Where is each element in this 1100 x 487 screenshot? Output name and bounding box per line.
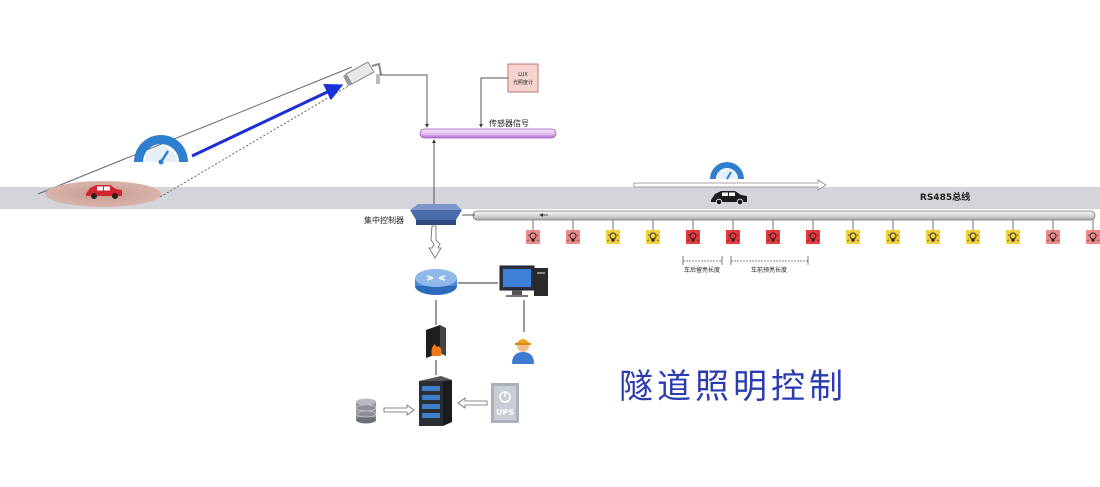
lamp-red: [806, 220, 820, 244]
rs485-bus-pipe: [472, 210, 1096, 221]
lamp-row: [526, 220, 1100, 244]
car-icon: [86, 185, 122, 199]
lamp-pink: [1086, 220, 1100, 244]
ups-server-arrow: [457, 397, 488, 409]
speed-detection-arrow: [191, 84, 344, 158]
speed-gauge-right-icon: [710, 162, 744, 180]
lamp-red: [686, 220, 700, 244]
after-car-label: 车后留亮长度: [684, 266, 720, 274]
lamp-yellow: [606, 220, 620, 244]
rs485-bus-label: RS485总线: [920, 191, 970, 203]
computer-icon: [499, 265, 548, 297]
car-right-icon: [711, 191, 747, 206]
controller-down-arrow: [428, 225, 442, 259]
controller-label: 集中控制器: [364, 215, 404, 225]
camera-signal-line: [380, 74, 429, 128]
ups-icon: UPS: [491, 383, 519, 423]
traffic-direction-arrow: [633, 179, 827, 191]
sensor-signal-label: 传感器信号: [489, 118, 529, 128]
lux-signal-line: [479, 77, 508, 128]
lux-meter-icon: LUX 光照度计: [507, 63, 539, 93]
lamp-yellow: [886, 220, 900, 244]
ups-label: UPS: [496, 408, 514, 417]
database-icon: [355, 398, 377, 424]
lamp-red: [766, 220, 780, 244]
before-car-label: 车前预亮长度: [751, 266, 787, 274]
server-icon: [419, 376, 452, 426]
lamp-yellow: [846, 220, 860, 244]
router-icon: [415, 269, 457, 295]
controller-icon: [410, 204, 462, 225]
diagram-title: 隧道照明控制: [619, 367, 847, 407]
after-car-range: 车后留亮长度: [682, 256, 723, 274]
lamp-red: [726, 220, 740, 244]
camera-view-line: [37, 66, 353, 195]
database-server-arrow: [383, 404, 415, 416]
lux-meter-label: 光照度计: [513, 79, 533, 86]
camera-view-dotted-line: [159, 81, 356, 198]
operator-icon: [512, 339, 534, 364]
lamp-pink: [566, 220, 580, 244]
lamp-pink: [1046, 220, 1060, 244]
firewall-icon: [426, 325, 446, 358]
camera-icon: [343, 61, 383, 86]
lamp-pink: [526, 220, 540, 244]
road: [0, 187, 1100, 209]
lamp-yellow: [966, 220, 980, 244]
sensor-signal-pipe: [419, 128, 557, 139]
lamp-yellow: [1006, 220, 1020, 244]
lamp-yellow: [646, 220, 660, 244]
before-car-range: 车前预亮长度: [730, 256, 809, 274]
speed-gauge-icon: [134, 135, 188, 165]
lux-label: LUX: [518, 72, 528, 78]
lamp-yellow: [926, 220, 940, 244]
